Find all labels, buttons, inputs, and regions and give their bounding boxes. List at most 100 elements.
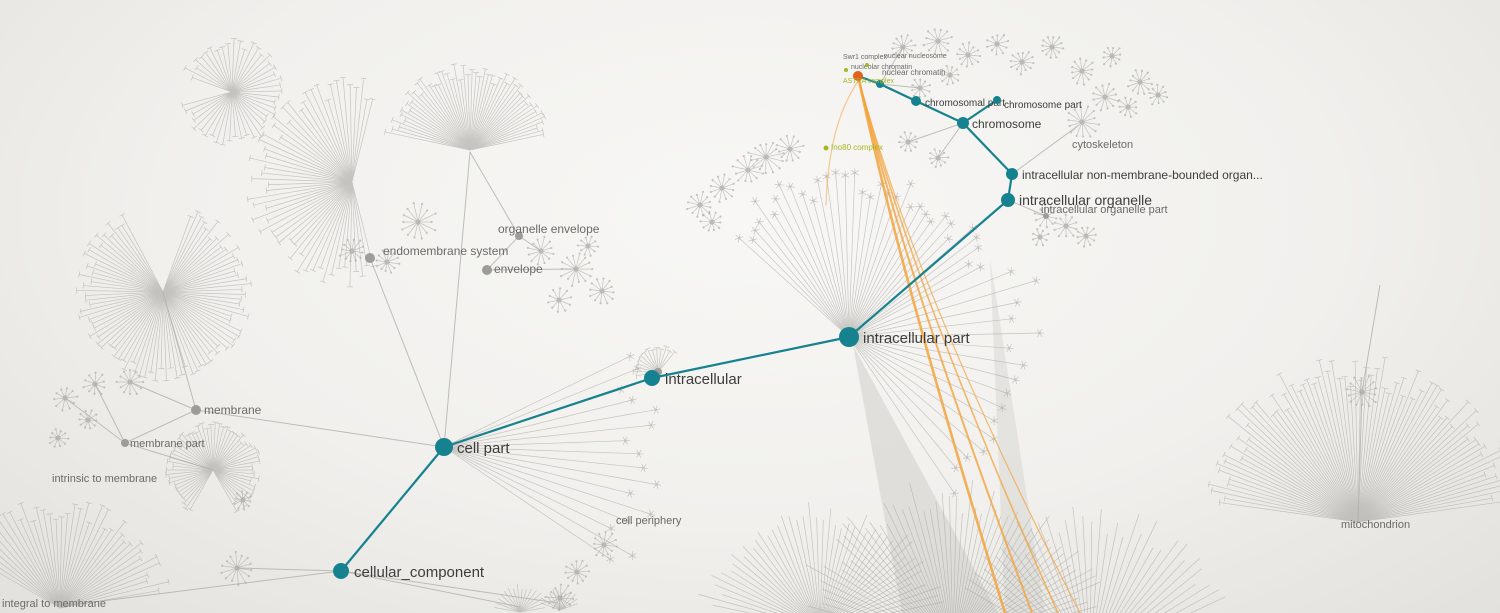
node-nucleosome-node[interactable] <box>853 71 863 81</box>
cluster-flower <box>928 148 950 169</box>
cluster-flower <box>699 211 722 232</box>
cluster-flower <box>1067 105 1101 138</box>
cluster-flower <box>220 550 253 586</box>
node-chromosome-part[interactable] <box>993 96 1001 104</box>
highlight-edge <box>879 83 917 102</box>
label-envelope: envelope <box>494 262 543 276</box>
node-intracellular-organelle[interactable] <box>1001 193 1015 207</box>
cluster-fan <box>443 351 661 564</box>
node-intracellular[interactable] <box>644 370 660 386</box>
graph-edge <box>907 122 964 143</box>
label-nucleolar-chromatin: nucleolar chromatin <box>851 64 912 71</box>
cluster-flower <box>78 409 98 430</box>
highlight-edge-orange <box>858 79 1059 613</box>
cluster-flower <box>1127 69 1153 95</box>
graph-edge <box>195 409 445 448</box>
graph-edge <box>64 397 126 444</box>
graph-edge <box>61 570 342 607</box>
cluster-flower <box>1102 46 1122 68</box>
graph-edge <box>94 383 126 444</box>
cluster-flower <box>731 154 765 183</box>
cluster-flower <box>956 41 982 68</box>
cluster-fan <box>75 210 252 382</box>
node-label-intracellular-non-membrane-bounded-organelle[interactable]: intracellular non-membrane-bounded organ… <box>1022 168 1263 182</box>
highlight-edge <box>848 199 1009 338</box>
label-cell-periphery: cell periphery <box>616 515 682 527</box>
cluster-flower <box>1092 82 1120 112</box>
graph-edge <box>162 291 197 411</box>
label-ino80-complex: Ino80 complex <box>831 143 883 152</box>
cluster-flower <box>338 238 364 263</box>
highlight-edge-orange <box>825 79 860 206</box>
node-cellular-component[interactable] <box>333 563 349 579</box>
cluster-fan <box>698 502 944 613</box>
graph-node[interactable] <box>365 253 375 263</box>
highlight-edge <box>340 446 445 572</box>
node-label-chromosomal-part[interactable]: chromosomal part <box>925 98 1005 109</box>
graph-node[interactable] <box>191 405 201 415</box>
cluster-flower <box>775 134 805 162</box>
node-intracellular-non-membrane-bounded-organelle[interactable] <box>1006 168 1018 180</box>
cluster-flower <box>940 64 960 86</box>
cluster-flower <box>53 387 79 412</box>
label-mitochondrion: mitochondrion <box>1341 519 1410 531</box>
cluster-flower <box>559 252 594 287</box>
graph-edge <box>486 235 520 271</box>
cluster-fan <box>165 421 261 514</box>
node-cell-part[interactable] <box>435 438 453 456</box>
cluster-flower <box>593 530 619 557</box>
cluster-flower <box>1041 36 1065 59</box>
highlight-edge-orange <box>858 79 1081 613</box>
label-intracellular-organelle-part: intracellular organelle part <box>1041 204 1168 216</box>
node-label-intracellular-organelle[interactable]: intracellular organelle <box>1019 192 1152 208</box>
cluster-flower <box>589 277 615 305</box>
cluster-flower <box>1053 213 1078 238</box>
node-label-cellular-component[interactable]: cellular_component <box>354 564 485 581</box>
cluster-flower <box>1071 57 1094 86</box>
label-membrane-part: membrane part <box>130 438 205 450</box>
graph-edge <box>879 46 904 85</box>
node-label-chromosome[interactable]: chromosome <box>972 117 1042 131</box>
cluster-flower <box>922 28 953 56</box>
node-label-cell-part[interactable]: cell part <box>457 440 510 457</box>
graph-edge <box>236 567 342 572</box>
accent-dot <box>823 145 829 151</box>
highlight-edge-orange <box>857 78 1007 613</box>
label-endomembrane-system: endomembrane system <box>383 244 508 258</box>
cluster-flower <box>1148 83 1169 106</box>
label-astra-complex: ASTRA complex <box>843 78 894 85</box>
graph-edge <box>124 409 197 444</box>
cluster-flower <box>898 131 918 152</box>
label-intrinsic-to-membrane: intrinsic to membrane <box>52 473 157 485</box>
graph-edge <box>486 268 577 271</box>
node-label-intracellular-part[interactable]: intracellular part <box>863 330 971 347</box>
label-organelle-envelope: organelle envelope <box>498 222 600 236</box>
graph-edge <box>937 122 964 159</box>
graph-edge <box>369 257 445 448</box>
node-intracellular-part[interactable] <box>839 327 859 347</box>
graph-node[interactable] <box>1043 213 1049 219</box>
graph-edge <box>129 381 197 411</box>
node-label-intracellular[interactable]: intracellular <box>665 371 742 388</box>
cluster-flower <box>1076 226 1097 248</box>
cluster-flower <box>544 583 575 612</box>
highlight-edge <box>962 122 1013 175</box>
cluster-flower <box>1345 375 1378 408</box>
node-chromatin-hub[interactable] <box>876 80 884 88</box>
graph-node[interactable] <box>482 265 492 275</box>
cluster-flower <box>1118 96 1138 118</box>
graph-edge <box>879 83 921 89</box>
cluster-flower <box>564 559 590 585</box>
highlight-edge <box>915 100 964 124</box>
cluster-fan <box>0 501 170 609</box>
node-label-chromosome-part[interactable]: chromosome part <box>1004 100 1082 111</box>
shadow-wedge <box>990 258 1045 613</box>
node-chromosomal-part[interactable] <box>911 96 921 106</box>
graph-node[interactable] <box>515 232 523 240</box>
graph-edge <box>124 442 214 471</box>
node-chromosome[interactable] <box>957 117 969 129</box>
graph-edge <box>443 151 471 448</box>
accent-dot <box>844 68 848 72</box>
graph-node[interactable] <box>121 439 129 447</box>
